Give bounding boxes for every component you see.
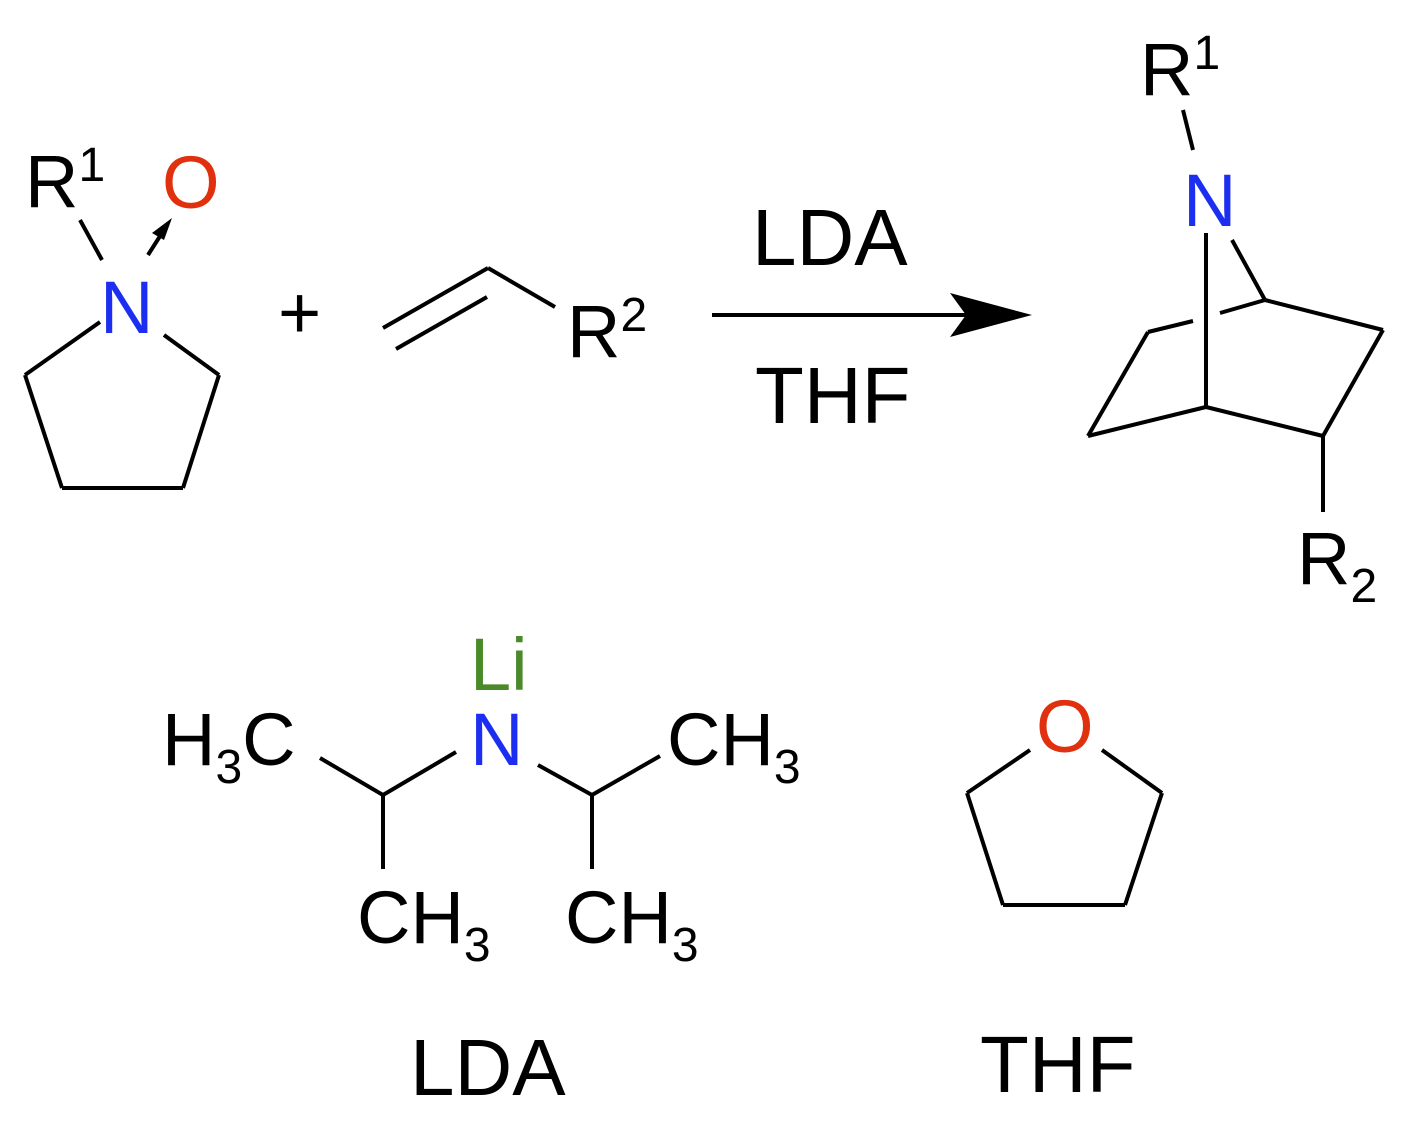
r2-label: R2 bbox=[567, 289, 647, 373]
lda-nitrogen-atom: N bbox=[470, 698, 523, 781]
bond-ring-n-right bbox=[162, 333, 221, 377]
alkene-double-bond-outer bbox=[382, 266, 489, 330]
product-nitrogen-atom: N bbox=[1183, 159, 1236, 242]
lda-structure: Li N H3C CH3 CH3 CH3 LDA bbox=[162, 623, 801, 1112]
thf-oxygen-atom: O bbox=[1036, 685, 1094, 768]
bond-r1-n-product bbox=[1181, 109, 1195, 151]
thf-structure: O THF bbox=[965, 685, 1164, 1109]
reactant-alkene: R2 bbox=[382, 266, 647, 373]
lda-bond-right-methyl bbox=[591, 754, 661, 797]
r1-label: R1 bbox=[25, 139, 105, 223]
lda-caption: LDA bbox=[410, 1023, 566, 1112]
bond-upper-right-lower-right bbox=[1321, 329, 1385, 437]
bond-bridgehead-upper-right bbox=[1264, 298, 1384, 332]
bond-r1-n bbox=[78, 219, 104, 261]
nitrogen-atom: N bbox=[100, 266, 153, 349]
lda-bond-left-methyl bbox=[318, 756, 385, 797]
bond-ring-left bbox=[23, 374, 64, 489]
bond-ring-right bbox=[181, 374, 221, 489]
bond-bridge-right bbox=[1219, 298, 1266, 315]
lda-bond-n-right bbox=[537, 763, 593, 797]
lda-bottom-left-methyl: CH3 bbox=[357, 876, 491, 972]
alkene-double-bond-inner bbox=[395, 295, 488, 351]
product-r1-label: R1 bbox=[1140, 27, 1220, 111]
product-r2-label: R2 bbox=[1297, 517, 1377, 613]
thf-bond-o-right bbox=[1100, 748, 1164, 795]
bond-upper-left-bridge bbox=[1147, 319, 1194, 334]
plus-sign: + bbox=[278, 271, 321, 354]
arrow-head bbox=[950, 293, 1032, 337]
bond-lower-left-upper-left bbox=[1086, 331, 1150, 437]
lda-bottom-right-methyl: CH3 bbox=[565, 876, 699, 972]
oxygen-atom: O bbox=[162, 141, 220, 224]
reaction-arrow: LDA THF bbox=[712, 193, 1032, 440]
thf-caption: THF bbox=[980, 1020, 1136, 1109]
lda-left-methyl: H3C bbox=[162, 698, 296, 794]
dative-arrowhead bbox=[152, 218, 172, 240]
bond-n-bridgehead-right bbox=[1230, 239, 1267, 301]
thf-bond-o-left bbox=[965, 748, 1032, 795]
bond-bridgehead-lower-left bbox=[1087, 405, 1207, 438]
bond-lower-right-bridgehead bbox=[1205, 405, 1324, 438]
lda-bond-left-n bbox=[381, 750, 458, 797]
lda-lithium-atom: Li bbox=[470, 623, 528, 706]
product-azabicycle: R1 N R2 bbox=[1086, 27, 1385, 613]
bond-n-ring-left bbox=[23, 320, 102, 377]
arrow-reagent-label: LDA bbox=[752, 193, 908, 282]
alkene-single-bond bbox=[486, 266, 557, 309]
thf-bond-left bbox=[965, 792, 1005, 906]
reactant-n-oxide: R1 N O bbox=[23, 139, 221, 490]
thf-bond-right bbox=[1123, 792, 1164, 906]
arrow-solvent-label: THF bbox=[755, 351, 911, 440]
lda-right-methyl: CH3 bbox=[667, 698, 801, 794]
